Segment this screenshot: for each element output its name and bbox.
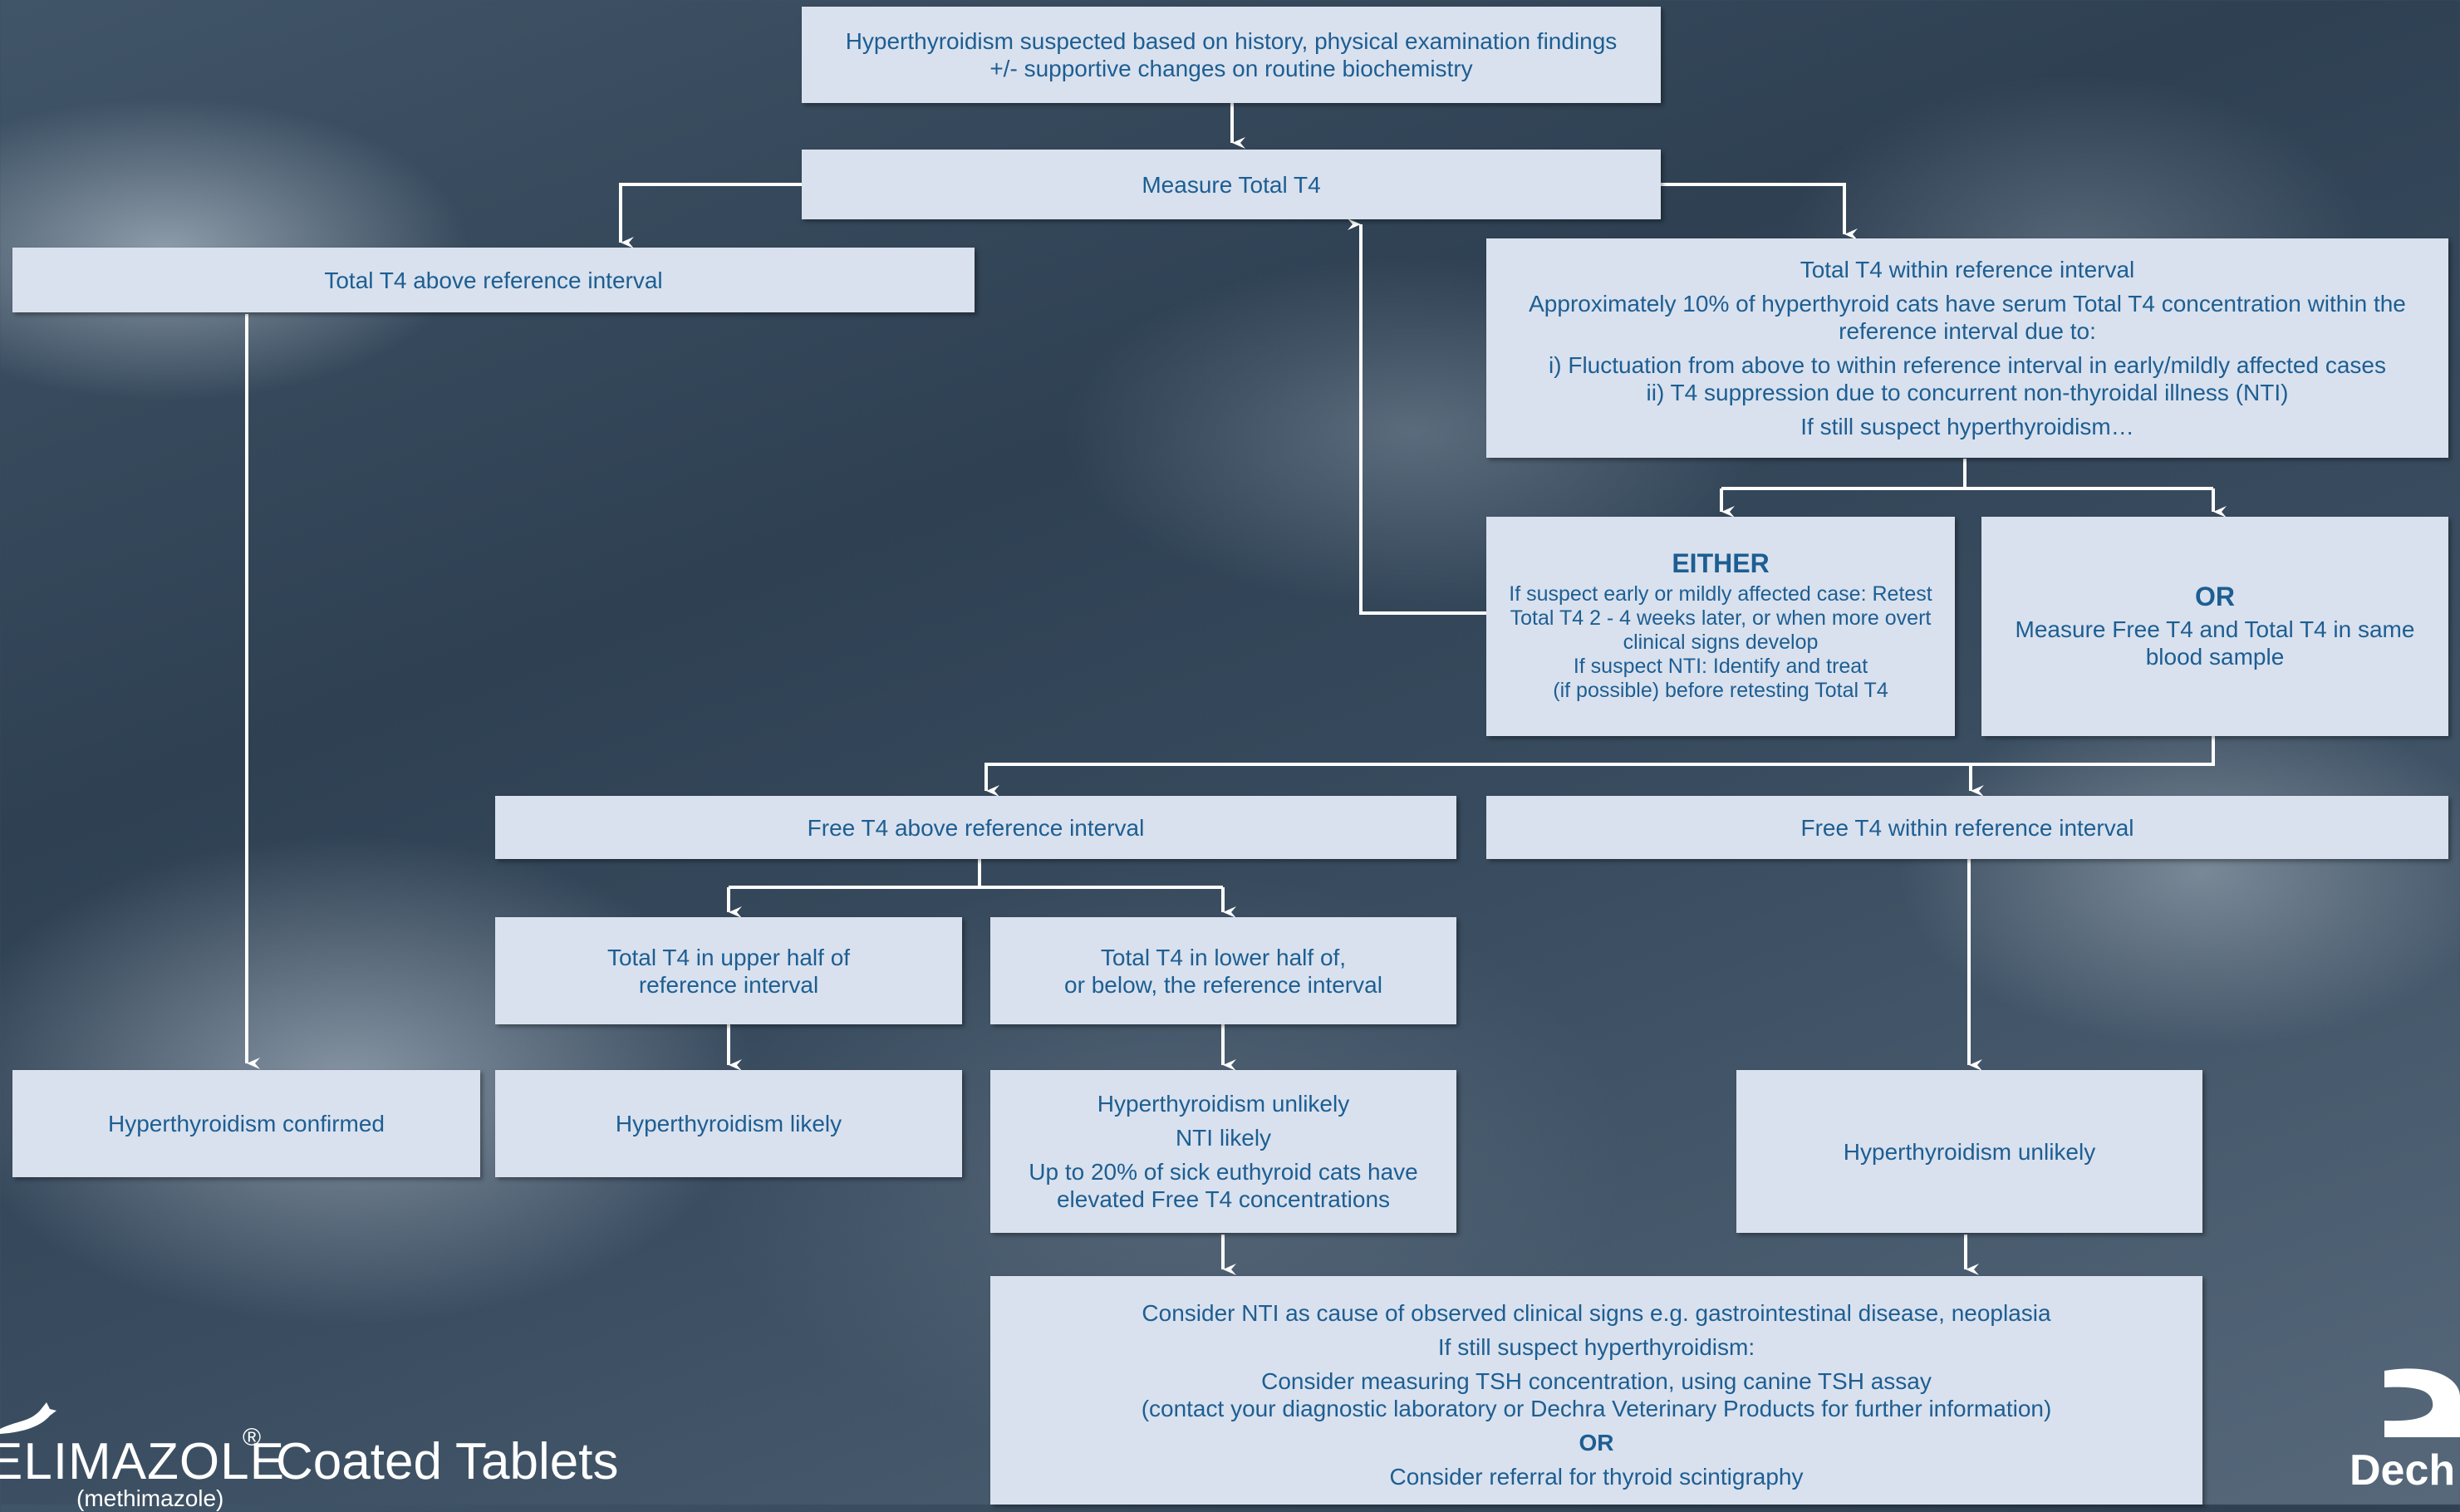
company-name: Dech [2350, 1446, 2456, 1495]
arrow-measure-to-above [619, 183, 802, 248]
box-or: OR Measure Free T4 and Total T4 in same … [1981, 517, 2448, 736]
box-hyperthyroidism-likely: Hyperthyroidism likely [495, 1070, 962, 1177]
box-suspected: Hyperthyroidism suspected based on histo… [802, 7, 1661, 103]
box-total-above: Total T4 above reference interval [12, 248, 975, 312]
box-free-within: Free T4 within reference interval [1486, 796, 2448, 859]
box-lower-half: Total T4 in lower half of, or below, the… [990, 917, 1456, 1024]
box-free-above: Free T4 above reference interval [495, 796, 1456, 859]
product-generic: (methimazole) [76, 1485, 224, 1511]
product-suffix: Coated Tablets [276, 1433, 619, 1490]
product-name: ELIMAZOLE [0, 1433, 285, 1490]
product-logo: ELIMAZOLE ® Coated Tablets (methimazole) [0, 1396, 631, 1511]
box-unlikely-nti-likely: Hyperthyroidism unlikely NTI likely Up t… [990, 1070, 1456, 1233]
registered-mark: ® [243, 1424, 262, 1451]
arrow-within-split [1721, 459, 2213, 490]
box-measure-total-t4: Measure Total T4 [802, 150, 1661, 219]
box-total-within: Total T4 within reference interval Appro… [1486, 238, 2448, 458]
company-logo: Dech [2343, 1362, 2460, 1505]
arrow-or-split [984, 735, 2215, 791]
dechra-mark-icon [2384, 1368, 2460, 1437]
arrow-measure-to-within [1661, 183, 1858, 240]
box-hyperthyroidism-unlikely: Hyperthyroidism unlikely [1736, 1070, 2202, 1233]
box-consider-nti: Consider NTI as cause of observed clinic… [990, 1276, 2202, 1505]
box-upper-half: Total T4 in upper half of reference inte… [495, 917, 962, 1024]
box-either: EITHER If suspect early or mildly affect… [1486, 517, 1955, 736]
box-hyperthyroidism-confirmed: Hyperthyroidism confirmed [12, 1070, 480, 1177]
arrow-either-retest [1348, 218, 1487, 615]
arrow-free-above-split [729, 857, 1223, 889]
cat-logo-icon [0, 1402, 56, 1434]
